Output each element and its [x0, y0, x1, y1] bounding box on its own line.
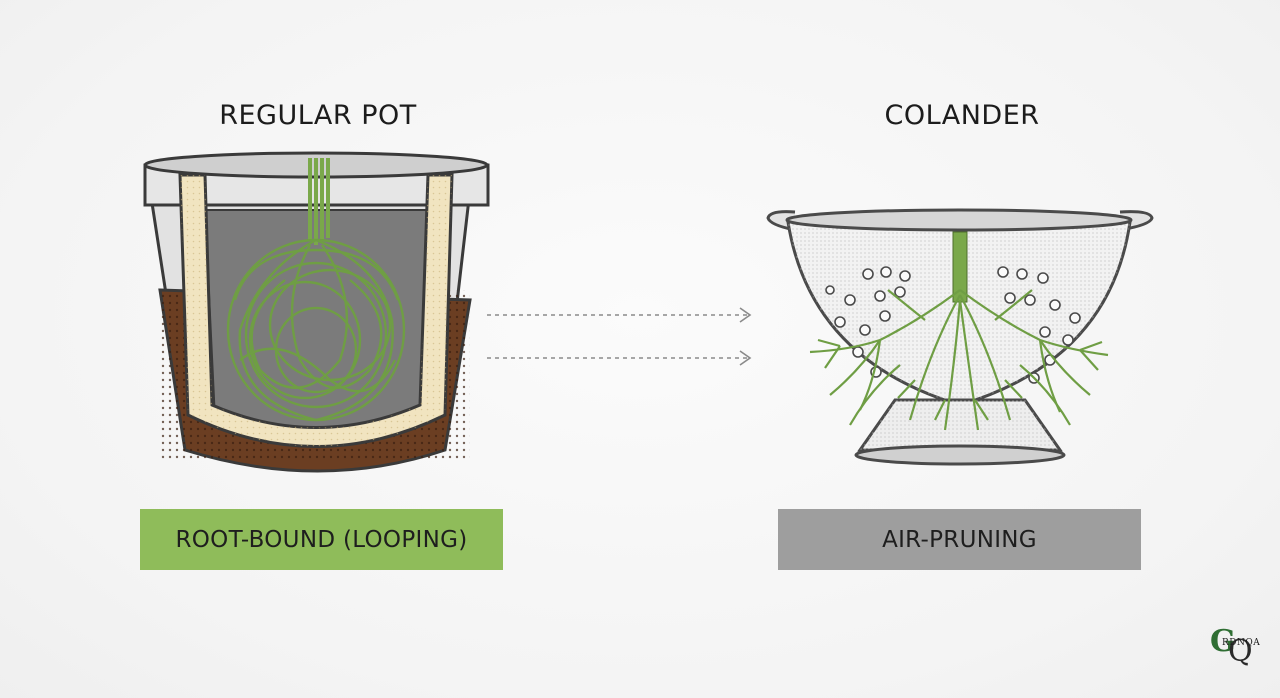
colander-title: COLANDER [884, 100, 1040, 131]
colander [766, 208, 1154, 466]
regular-pot-title: REGULAR POT [219, 100, 417, 131]
logo-middle-text: RDNQA [1222, 638, 1261, 648]
logo-letter-g: G [1210, 624, 1236, 659]
colander-holes [825, 266, 1081, 384]
flow-arrows [487, 307, 752, 366]
root-bound-caption: ROOT-BOUND (LOOPING) [140, 509, 503, 570]
regular-pot [143, 151, 490, 473]
air-pruning-caption: AIR-PRUNING [778, 509, 1141, 570]
watermark-logo: G Q RDNQA [1208, 624, 1264, 670]
looping-roots [226, 238, 406, 422]
logo-letter-q: Q [1228, 634, 1253, 669]
air-pruned-roots [809, 289, 1109, 431]
